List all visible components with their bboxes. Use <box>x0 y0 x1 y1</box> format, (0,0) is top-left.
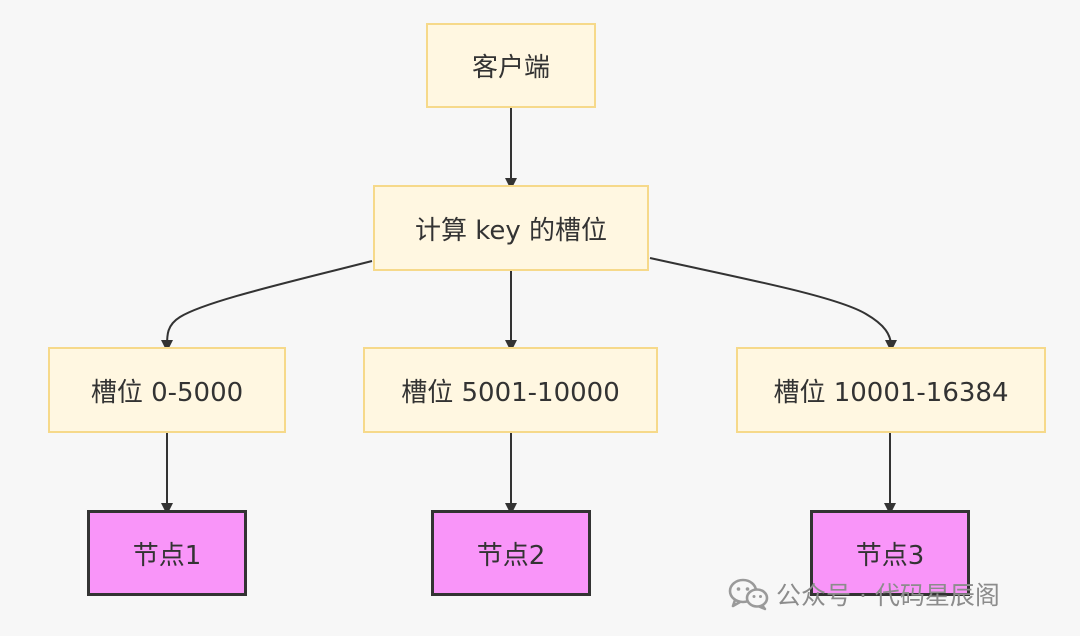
node-slot-range-1-label: 槽位 0-5000 <box>90 377 244 408</box>
wechat-icon <box>728 577 770 611</box>
node-slot-range-1: 槽位 0-5000 <box>48 347 286 433</box>
node-slot-range-3: 槽位 10001-16384 <box>736 347 1046 433</box>
node-server-1: 节点1 <box>87 510 247 596</box>
node-slot-range-3-label: 槽位 10001-16384 <box>773 377 1009 408</box>
node-server-3-label: 节点3 <box>855 540 925 571</box>
edge-calc-slot1 <box>161 260 373 352</box>
node-client: 客户端 <box>426 23 596 108</box>
watermark-text: 公众号 · 代码星辰阁 <box>776 581 1000 610</box>
watermark: 公众号 · 代码星辰阁 <box>728 574 1000 614</box>
node-server-1-label: 节点1 <box>132 540 202 571</box>
node-client-label: 客户端 <box>471 53 550 83</box>
node-compute-slot-label: 计算 key 的槽位 <box>414 215 608 246</box>
node-compute-slot: 计算 key 的槽位 <box>373 185 649 271</box>
node-server-2-label: 节点2 <box>476 540 546 571</box>
node-server-2: 节点2 <box>431 510 591 596</box>
node-slot-range-2: 槽位 5001-10000 <box>363 347 658 433</box>
node-slot-range-2-label: 槽位 5001-10000 <box>401 377 620 408</box>
edge-calc-slot3 <box>649 257 897 352</box>
node-server-3: 节点3 <box>810 510 970 596</box>
